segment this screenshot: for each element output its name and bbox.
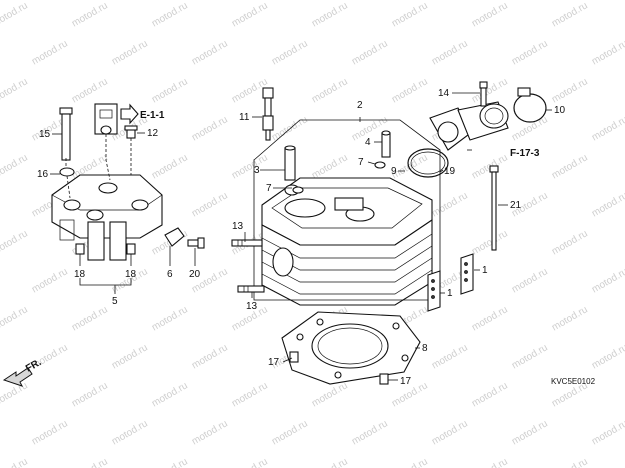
front-arrow (2, 367, 33, 387)
ref-label-e11: E-1-1 (140, 110, 165, 121)
bolt-21 (489, 165, 499, 251)
stud-bolt-13-upper (231, 239, 263, 247)
callout-20: 20 (189, 269, 201, 280)
bolt-20 (187, 237, 205, 249)
callout-1-lower: 1 (447, 288, 453, 299)
ref-arrow-e11 (120, 103, 139, 125)
spark-plug-11 (262, 87, 274, 141)
rocker-arm-6 (164, 227, 185, 247)
callout-4: 4 (365, 137, 371, 148)
callout-7-top: 7 (358, 157, 364, 168)
callout-8: 8 (422, 343, 428, 354)
callout-16: 16 (37, 169, 49, 180)
o-ring-19 (407, 148, 449, 178)
holder-body (51, 174, 163, 261)
bolt-12 (124, 125, 138, 139)
callout-5: 5 (112, 296, 118, 307)
bolt-14 (479, 81, 488, 107)
dowel-18-right (126, 243, 136, 255)
dowel-17-left (289, 351, 299, 363)
callout-7-left: 7 (266, 183, 272, 194)
callout-13-lower: 13 (246, 301, 258, 312)
callout-17-left: 17 (268, 357, 280, 368)
leader-lines (50, 92, 552, 381)
callout-15: 15 (39, 129, 51, 140)
diagram-code: KVC5E0102 (551, 377, 596, 386)
front-label: FR. (24, 357, 44, 375)
callout-1-upper: 1 (482, 265, 488, 276)
callout-14: 14 (438, 88, 450, 99)
damper-block-1-upper (460, 253, 474, 295)
cylinder-head (261, 177, 433, 306)
callout-9: 9 (391, 166, 397, 177)
valve-guide-4 (381, 130, 391, 158)
ref-label-f173: F-17-3 (510, 148, 540, 159)
callout-18-right: 18 (125, 269, 137, 280)
callout-19: 19 (444, 166, 456, 177)
insulator-9 (429, 101, 509, 151)
washer-16 (59, 167, 75, 177)
callout-labels: 11 2 3 4 7 7 9 19 8 1 1 21 14 10 15 16 1… (37, 88, 566, 387)
cap-part (94, 103, 118, 135)
callout-17-right: 17 (400, 376, 412, 387)
callout-6: 6 (167, 269, 173, 280)
callout-12: 12 (147, 128, 159, 139)
valve-guide-3 (284, 145, 296, 181)
seal-7-top (374, 161, 386, 169)
dowel-18-left (75, 243, 85, 255)
callout-2: 2 (357, 100, 363, 111)
head-gasket-8 (281, 311, 421, 385)
callout-3: 3 (254, 165, 260, 176)
seal-7-left (292, 186, 304, 194)
callout-13-upper: 13 (232, 221, 244, 232)
callout-18-left: 18 (74, 269, 86, 280)
callout-11: 11 (239, 112, 250, 123)
camshaft-holder-assembly (51, 103, 205, 261)
callout-21: 21 (510, 200, 522, 211)
damper-block-1-lower (427, 270, 441, 312)
clamp-10 (513, 87, 547, 123)
group-frame-2 (253, 119, 441, 301)
stud-bolt-13-lower (237, 285, 265, 293)
dowel-17-right (379, 373, 389, 385)
callout-10: 10 (554, 105, 566, 116)
